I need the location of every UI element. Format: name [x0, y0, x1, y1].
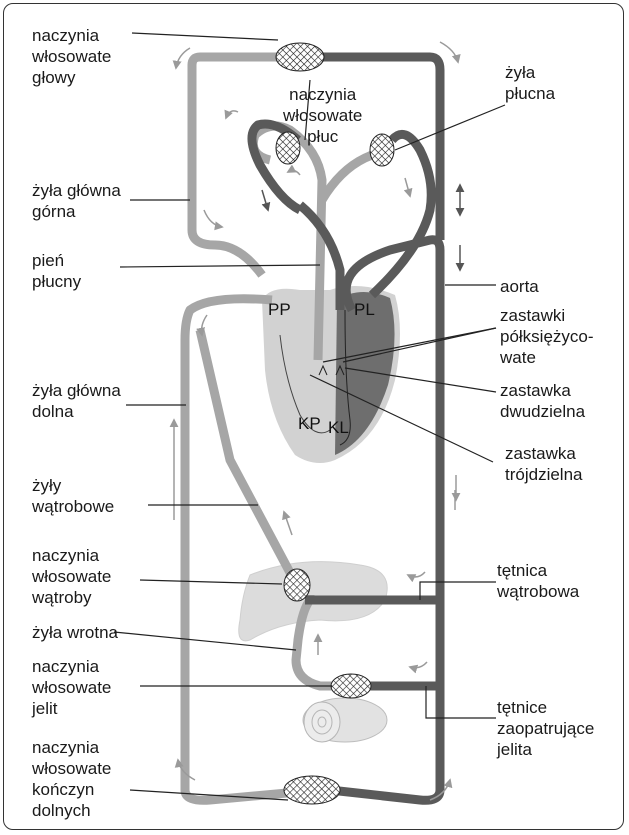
label-hepatic-artery: tętnica wątrobowa	[497, 560, 579, 602]
label-capillaries-intestine: naczynia włosowate jelit	[32, 656, 111, 719]
label-pulmonary-vein: żyła płucna	[505, 62, 555, 104]
heart-label-left-ventricle: KL	[328, 418, 349, 438]
label-capillaries-head: naczynia włosowate głowy	[32, 25, 111, 88]
label-portal-vein: żyła wrotna	[32, 622, 118, 643]
label-capillaries-lungs: naczynia włosowate płuc	[283, 84, 362, 147]
label-aorta: aorta	[500, 276, 539, 297]
label-pulmonary-trunk: pień płucny	[32, 250, 81, 292]
heart-label-right-atrium: PP	[268, 300, 291, 320]
label-hepatic-veins: żyły wątrobowe	[32, 475, 114, 517]
capillaries-intestine	[331, 674, 371, 698]
label-mitral-valve: zastawka dwudzielna	[500, 380, 585, 422]
label-inferior-vena-cava: żyła główna dolna	[32, 380, 121, 422]
label-capillaries-liver: naczynia włosowate wątroby	[32, 545, 111, 608]
heart-label-right-ventricle: KP	[298, 414, 321, 434]
label-intestinal-arteries: tętnice zaopatrujące jelita	[497, 697, 594, 760]
capillaries-head	[276, 43, 324, 71]
label-capillaries-limbs: naczynia włosowate kończyn dolnych	[32, 737, 111, 821]
label-semilunar-valves: zastawki półksiężyco- wate	[500, 305, 594, 368]
intestine-shape	[303, 698, 387, 742]
heart-label-left-atrium: PL	[354, 300, 375, 320]
capillaries-lung-right	[370, 134, 394, 166]
capillaries-liver	[284, 569, 310, 601]
capillaries-limbs	[284, 776, 340, 804]
label-superior-vena-cava: żyła główna górna	[32, 180, 121, 222]
label-tricuspid-valve: zastawka trójdzielna	[505, 443, 583, 485]
